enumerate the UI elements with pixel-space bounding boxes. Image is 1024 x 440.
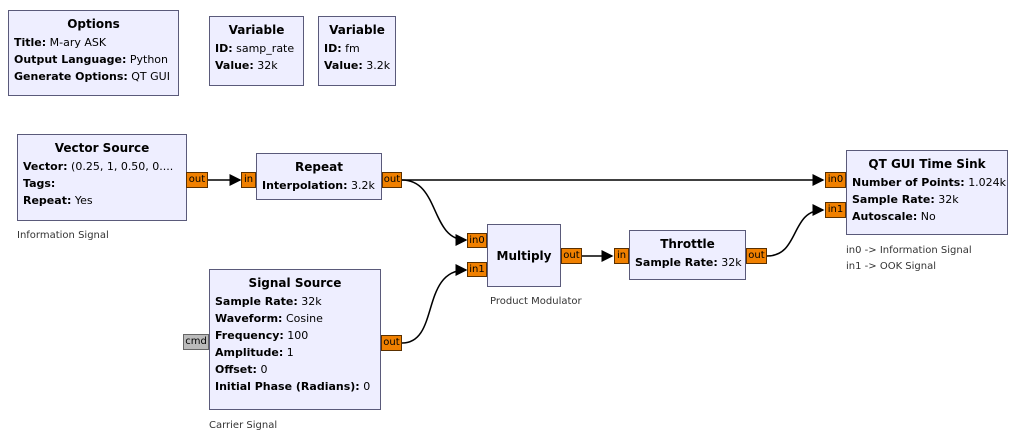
variable-samp-rate-block[interactable]: Variable ID: samp_rate Value: 32k — [209, 16, 304, 86]
wire-throttle-to-sink — [766, 204, 825, 257]
signal-source-title: Signal Source — [248, 276, 342, 290]
multiply-block[interactable]: Multiply — [487, 224, 561, 287]
time-sink-title: QT GUI Time Sink — [868, 157, 986, 171]
qt-gui-time-sink-block[interactable]: QT GUI Time Sink Number of Points: 1.024… — [846, 150, 1008, 235]
variable-fm-block[interactable]: Variable ID: fm Value: 3.2k — [318, 16, 396, 86]
throttle-title: Throttle — [660, 237, 715, 251]
options-block[interactable]: Options Title: M-ary ASK Output Language… — [8, 10, 179, 96]
multiply-in1-port[interactable]: in1 — [467, 262, 487, 277]
multiply-in0-port[interactable]: in0 — [467, 233, 487, 248]
throttle-block[interactable]: Throttle Sample Rate: 32k — [629, 230, 746, 280]
signal-source-caption: Carrier Signal — [209, 420, 278, 431]
time-sink-in0-port[interactable]: in0 — [825, 172, 846, 188]
wire-signal-to-multiply — [401, 264, 468, 344]
vector-source-caption: Information Signal — [17, 230, 109, 241]
repeat-title: Repeat — [295, 160, 343, 174]
vector-source-block[interactable]: Vector Source Vector: (0.25, 1, 0.50, 0.… — [17, 134, 187, 221]
multiply-title: Multiply — [496, 248, 552, 263]
throttle-out-port[interactable]: out — [746, 248, 767, 264]
variable-title: Variable — [228, 23, 285, 37]
repeat-in-port[interactable]: in — [241, 172, 256, 188]
time-sink-in1-port[interactable]: in1 — [825, 202, 846, 218]
signal-source-out-port[interactable]: out — [381, 335, 402, 351]
variable-title: Variable — [329, 23, 385, 37]
signal-source-cmd-port[interactable]: cmd — [183, 334, 209, 350]
repeat-block[interactable]: Repeat Interpolation: 3.2k — [256, 153, 382, 200]
multiply-caption: Product Modulator — [490, 296, 582, 307]
throttle-in-port[interactable]: in — [614, 248, 629, 264]
vector-source-out-port[interactable]: out — [186, 172, 208, 188]
wire-repeat-to-multiply — [401, 179, 468, 246]
multiply-out-port[interactable]: out — [561, 248, 582, 264]
options-title: Options — [67, 17, 120, 31]
signal-source-block[interactable]: Signal Source Sample Rate: 32k Waveform:… — [209, 269, 381, 410]
time-sink-note: in0 -> Information Signal in1 -> OOK Sig… — [846, 245, 972, 272]
repeat-out-port[interactable]: out — [382, 172, 402, 188]
vector-source-title: Vector Source — [54, 141, 150, 155]
